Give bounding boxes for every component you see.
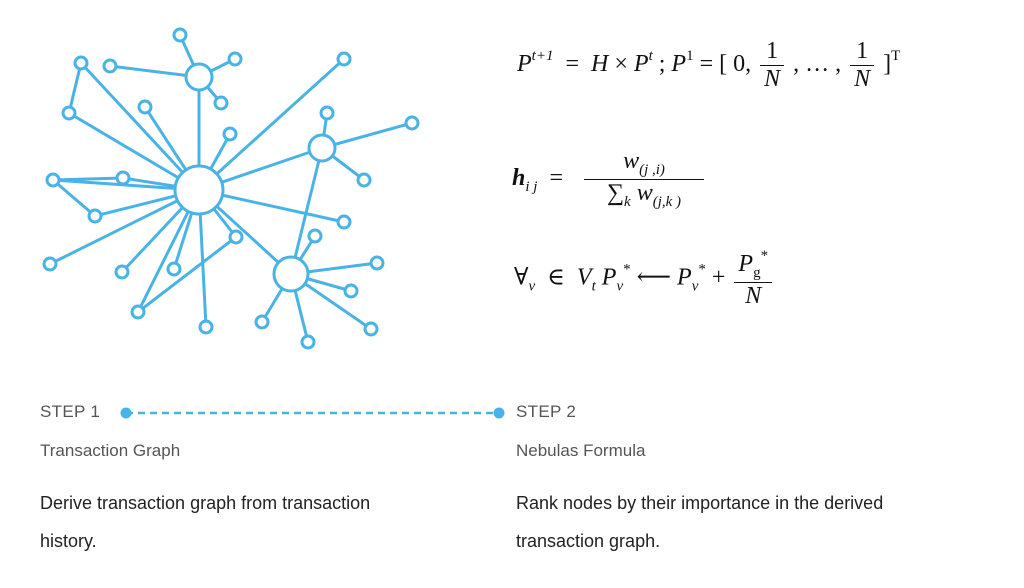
graph-leaf-node	[336, 214, 352, 230]
graph-edge	[197, 57, 346, 192]
graph-leaf-node	[228, 229, 244, 245]
graph-edge	[79, 61, 201, 192]
graph-leaf-node	[42, 256, 58, 272]
graph-leaf-node	[307, 228, 323, 244]
graph-edge	[289, 146, 324, 276]
graph-leaf-node	[369, 255, 385, 271]
graph-leaf-node	[404, 115, 420, 131]
graph-hub-node	[307, 133, 337, 163]
graph-leaf-node	[343, 283, 359, 299]
fraction: w(j ,i) ∑k w(j,k )	[584, 148, 704, 211]
graph-leaf-node	[87, 208, 103, 224]
graph-leaf-node	[213, 95, 229, 111]
transpose: T	[891, 48, 901, 65]
graph-hub-node	[173, 164, 225, 216]
graph-edge	[136, 235, 238, 314]
symbol-h: H	[591, 51, 609, 78]
graph-leaf-node	[166, 261, 182, 277]
step-1-description: Derive transaction graph from transactio…	[40, 493, 371, 551]
symbol-p: P	[633, 51, 649, 78]
superscript: t+1	[531, 48, 554, 65]
graph-leaf-node	[172, 27, 188, 43]
times: ×	[614, 51, 628, 78]
graph-edge	[51, 178, 97, 218]
step-2-dot	[493, 407, 505, 419]
graph-edge	[108, 64, 201, 79]
graph-leaf-node	[198, 319, 214, 335]
graph-hub-node	[184, 62, 214, 92]
symbol-p: P	[671, 51, 687, 78]
graph-edge	[67, 61, 83, 115]
graph-leaf-node	[222, 126, 238, 142]
left-arrow: ⟵	[636, 264, 672, 291]
step-1-label: STEP 1	[40, 402, 101, 421]
semicolon: ;	[658, 51, 666, 78]
graph-leaf-node	[336, 51, 352, 67]
vector-open: [ 0,	[719, 51, 752, 78]
graph-leaf-node	[130, 304, 146, 320]
graph-leaf-node	[61, 105, 77, 121]
graph-leaf-node	[114, 264, 130, 280]
formula-update: ∀v ∈ Vt Pv* ⟵ Pv* + Pg* N	[514, 248, 775, 310]
graph-leaf-node	[319, 105, 335, 121]
symbol-h: h	[512, 165, 526, 192]
graph-edge	[320, 121, 414, 150]
superscript: t	[648, 48, 653, 65]
graph-leaf-node	[363, 321, 379, 337]
ellipsis: , … ,	[793, 51, 842, 78]
plus: +	[711, 264, 726, 291]
equals: =	[549, 165, 563, 192]
formula-weight: hi j = w(j ,i) ∑k w(j,k )	[512, 148, 707, 211]
graph-leaf-node	[254, 314, 270, 330]
graph-leaf-node	[300, 334, 316, 350]
vector-close: ]	[883, 51, 892, 78]
transaction-graph-illustration	[42, 27, 420, 350]
step-2-description: Rank nodes by their importance in the de…	[516, 493, 884, 551]
equals: =	[699, 51, 714, 78]
superscript: 1	[686, 48, 694, 65]
equals: =	[565, 51, 580, 78]
step-connector	[120, 407, 505, 419]
graph-leaf-node	[115, 170, 131, 186]
sum: ∑	[606, 180, 625, 206]
element-of: ∈	[547, 264, 565, 291]
graph-leaf-node	[137, 99, 153, 115]
graph-edge	[48, 188, 201, 266]
symbol-p: P	[517, 51, 532, 78]
step-1-title: Transaction Graph	[40, 441, 181, 460]
graph-hub-node	[272, 255, 310, 293]
fraction: Pg* N	[734, 248, 773, 310]
graph-leaf-node	[45, 172, 61, 188]
step-2-label: STEP 2	[516, 402, 577, 421]
step-1-dot	[120, 407, 132, 419]
forall: ∀	[514, 264, 529, 291]
graph-leaf-node	[227, 51, 243, 67]
step-2-title: Nebulas Formula	[516, 441, 646, 460]
graph-leaf-node	[356, 172, 372, 188]
graph-leaf-node	[102, 58, 118, 74]
graph-edge	[51, 176, 125, 182]
graph-leaf-node	[73, 55, 89, 71]
